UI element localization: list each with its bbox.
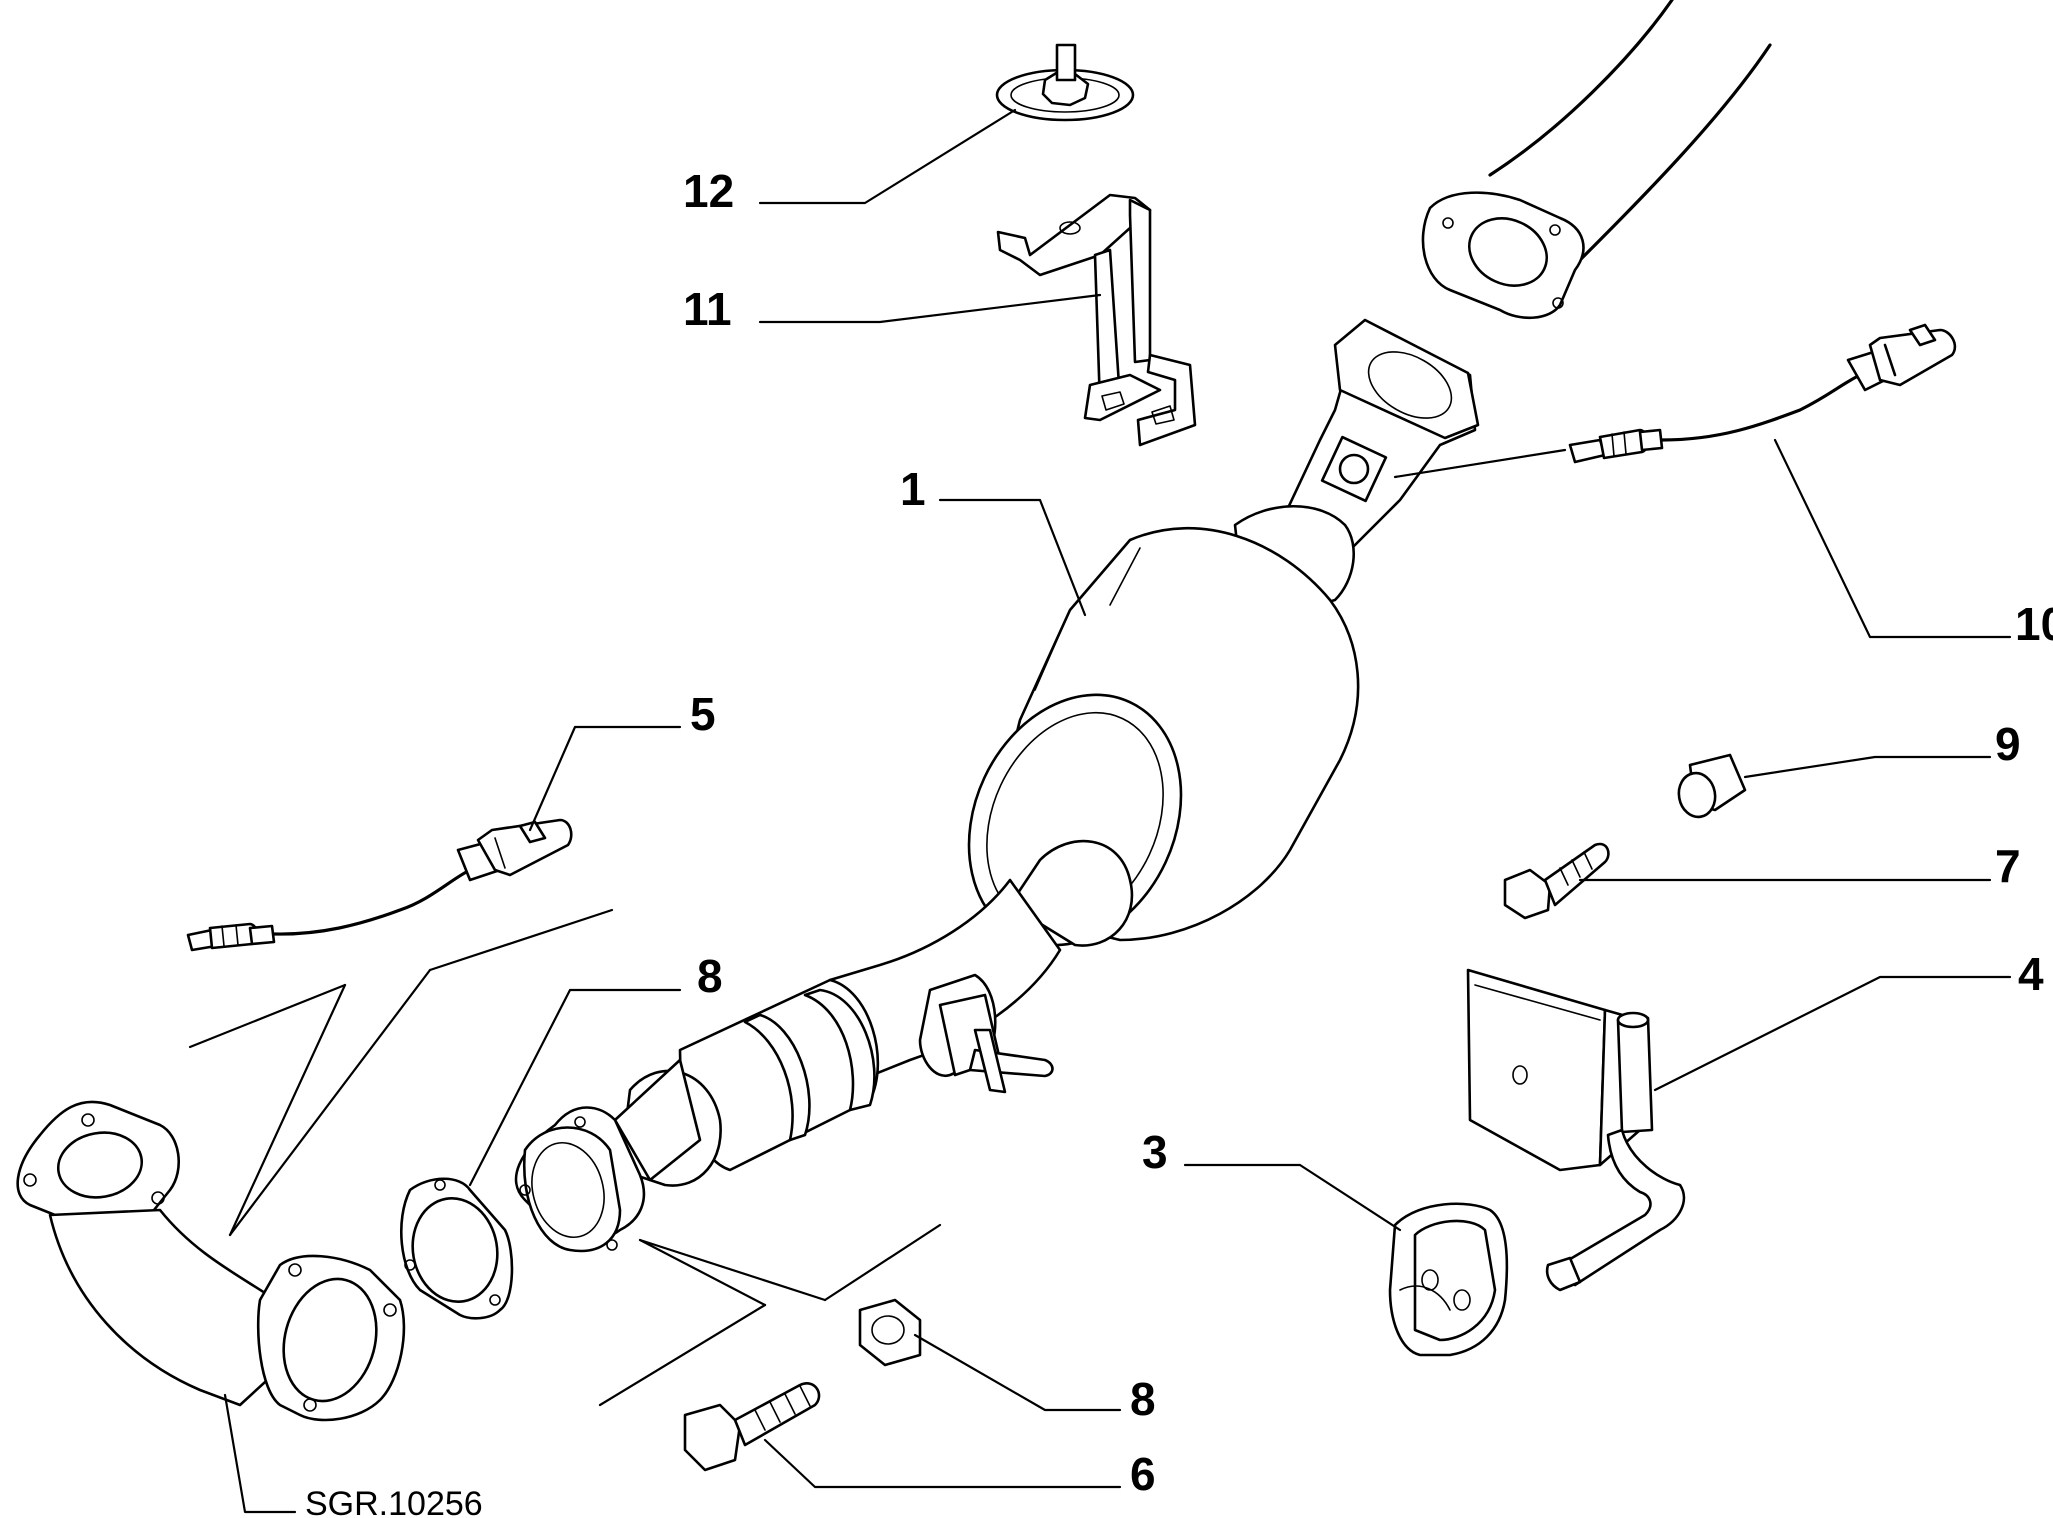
clip-nut [1677, 753, 1747, 819]
callout-12: 12 [683, 165, 734, 217]
callout-leaders [223, 108, 2012, 1514]
callout-8-nut: 8 [1130, 1373, 1156, 1425]
callout-1: 1 [900, 463, 926, 515]
callout-10: 10 [2015, 598, 2053, 650]
assembly-lines [188, 908, 942, 1407]
hanger-bracket [1466, 968, 1686, 1292]
flange-gasket [400, 1177, 514, 1320]
callout-9: 9 [1995, 718, 2021, 770]
callout-7: 7 [1995, 840, 2021, 892]
catalytic-converter [514, 318, 1480, 1253]
callout-8-gasket: 8 [697, 950, 723, 1002]
callout-3: 3 [1142, 1126, 1168, 1178]
mounting-bracket [996, 193, 1197, 447]
bolt-with-washer [995, 43, 1135, 122]
rubber-mount [1388, 1202, 1509, 1357]
reference-code: SGR.10256 [305, 1485, 483, 1518]
front-pipe [16, 1100, 406, 1422]
callout-11: 11 [683, 283, 732, 335]
flange-bolt [683, 1382, 821, 1472]
callout-5: 5 [690, 688, 716, 740]
front-lambda-sensor [186, 818, 573, 952]
hanger-bolt [1503, 842, 1610, 920]
callout-4: 4 [2018, 948, 2044, 1000]
rear-lambda-sensor [1393, 323, 1957, 479]
callout-labels: 12 11 1 10 9 7 4 3 5 8 8 6 SGR.10256 [305, 165, 2053, 1518]
flange-nut [858, 1298, 922, 1367]
rear-exhaust-pipe [1421, 0, 1772, 320]
callout-6: 6 [1130, 1448, 1156, 1500]
